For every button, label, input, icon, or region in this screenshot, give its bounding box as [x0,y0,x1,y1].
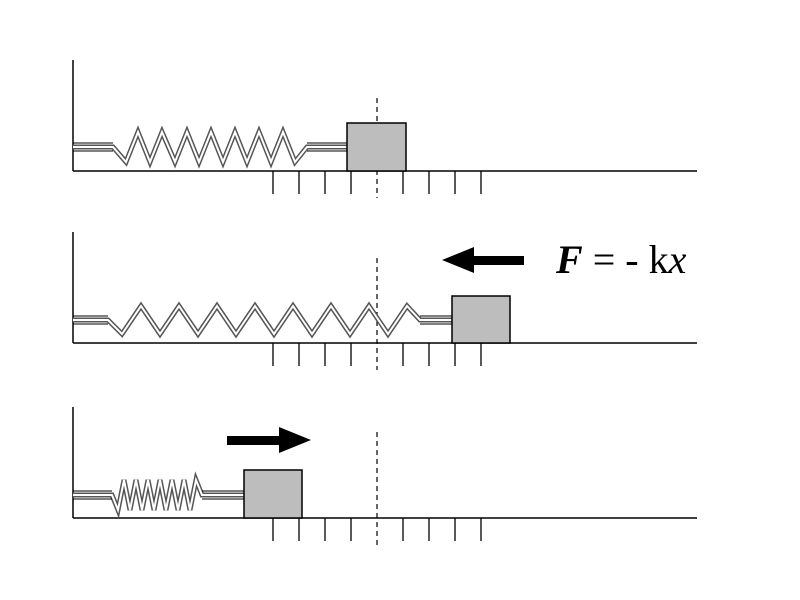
tick-marks [272,171,482,194]
displacement-symbol: x [668,237,687,282]
panel-stretched [72,232,697,370]
tick-marks [272,343,482,366]
arrow-right-icon [227,427,311,453]
panel-compressed [72,407,697,545]
panel-equilibrium [72,60,697,198]
force-symbol: F [556,237,583,282]
mass-block [451,295,511,344]
mass-block [346,122,407,172]
hookes-law-formula: F = - kx [556,236,686,284]
tick-marks [272,518,482,541]
spring [73,125,347,169]
arrow-left-icon [442,247,524,273]
mass-block [243,469,303,519]
spring [73,471,244,519]
spring [73,301,452,339]
formula-equals: = - k [582,237,669,282]
